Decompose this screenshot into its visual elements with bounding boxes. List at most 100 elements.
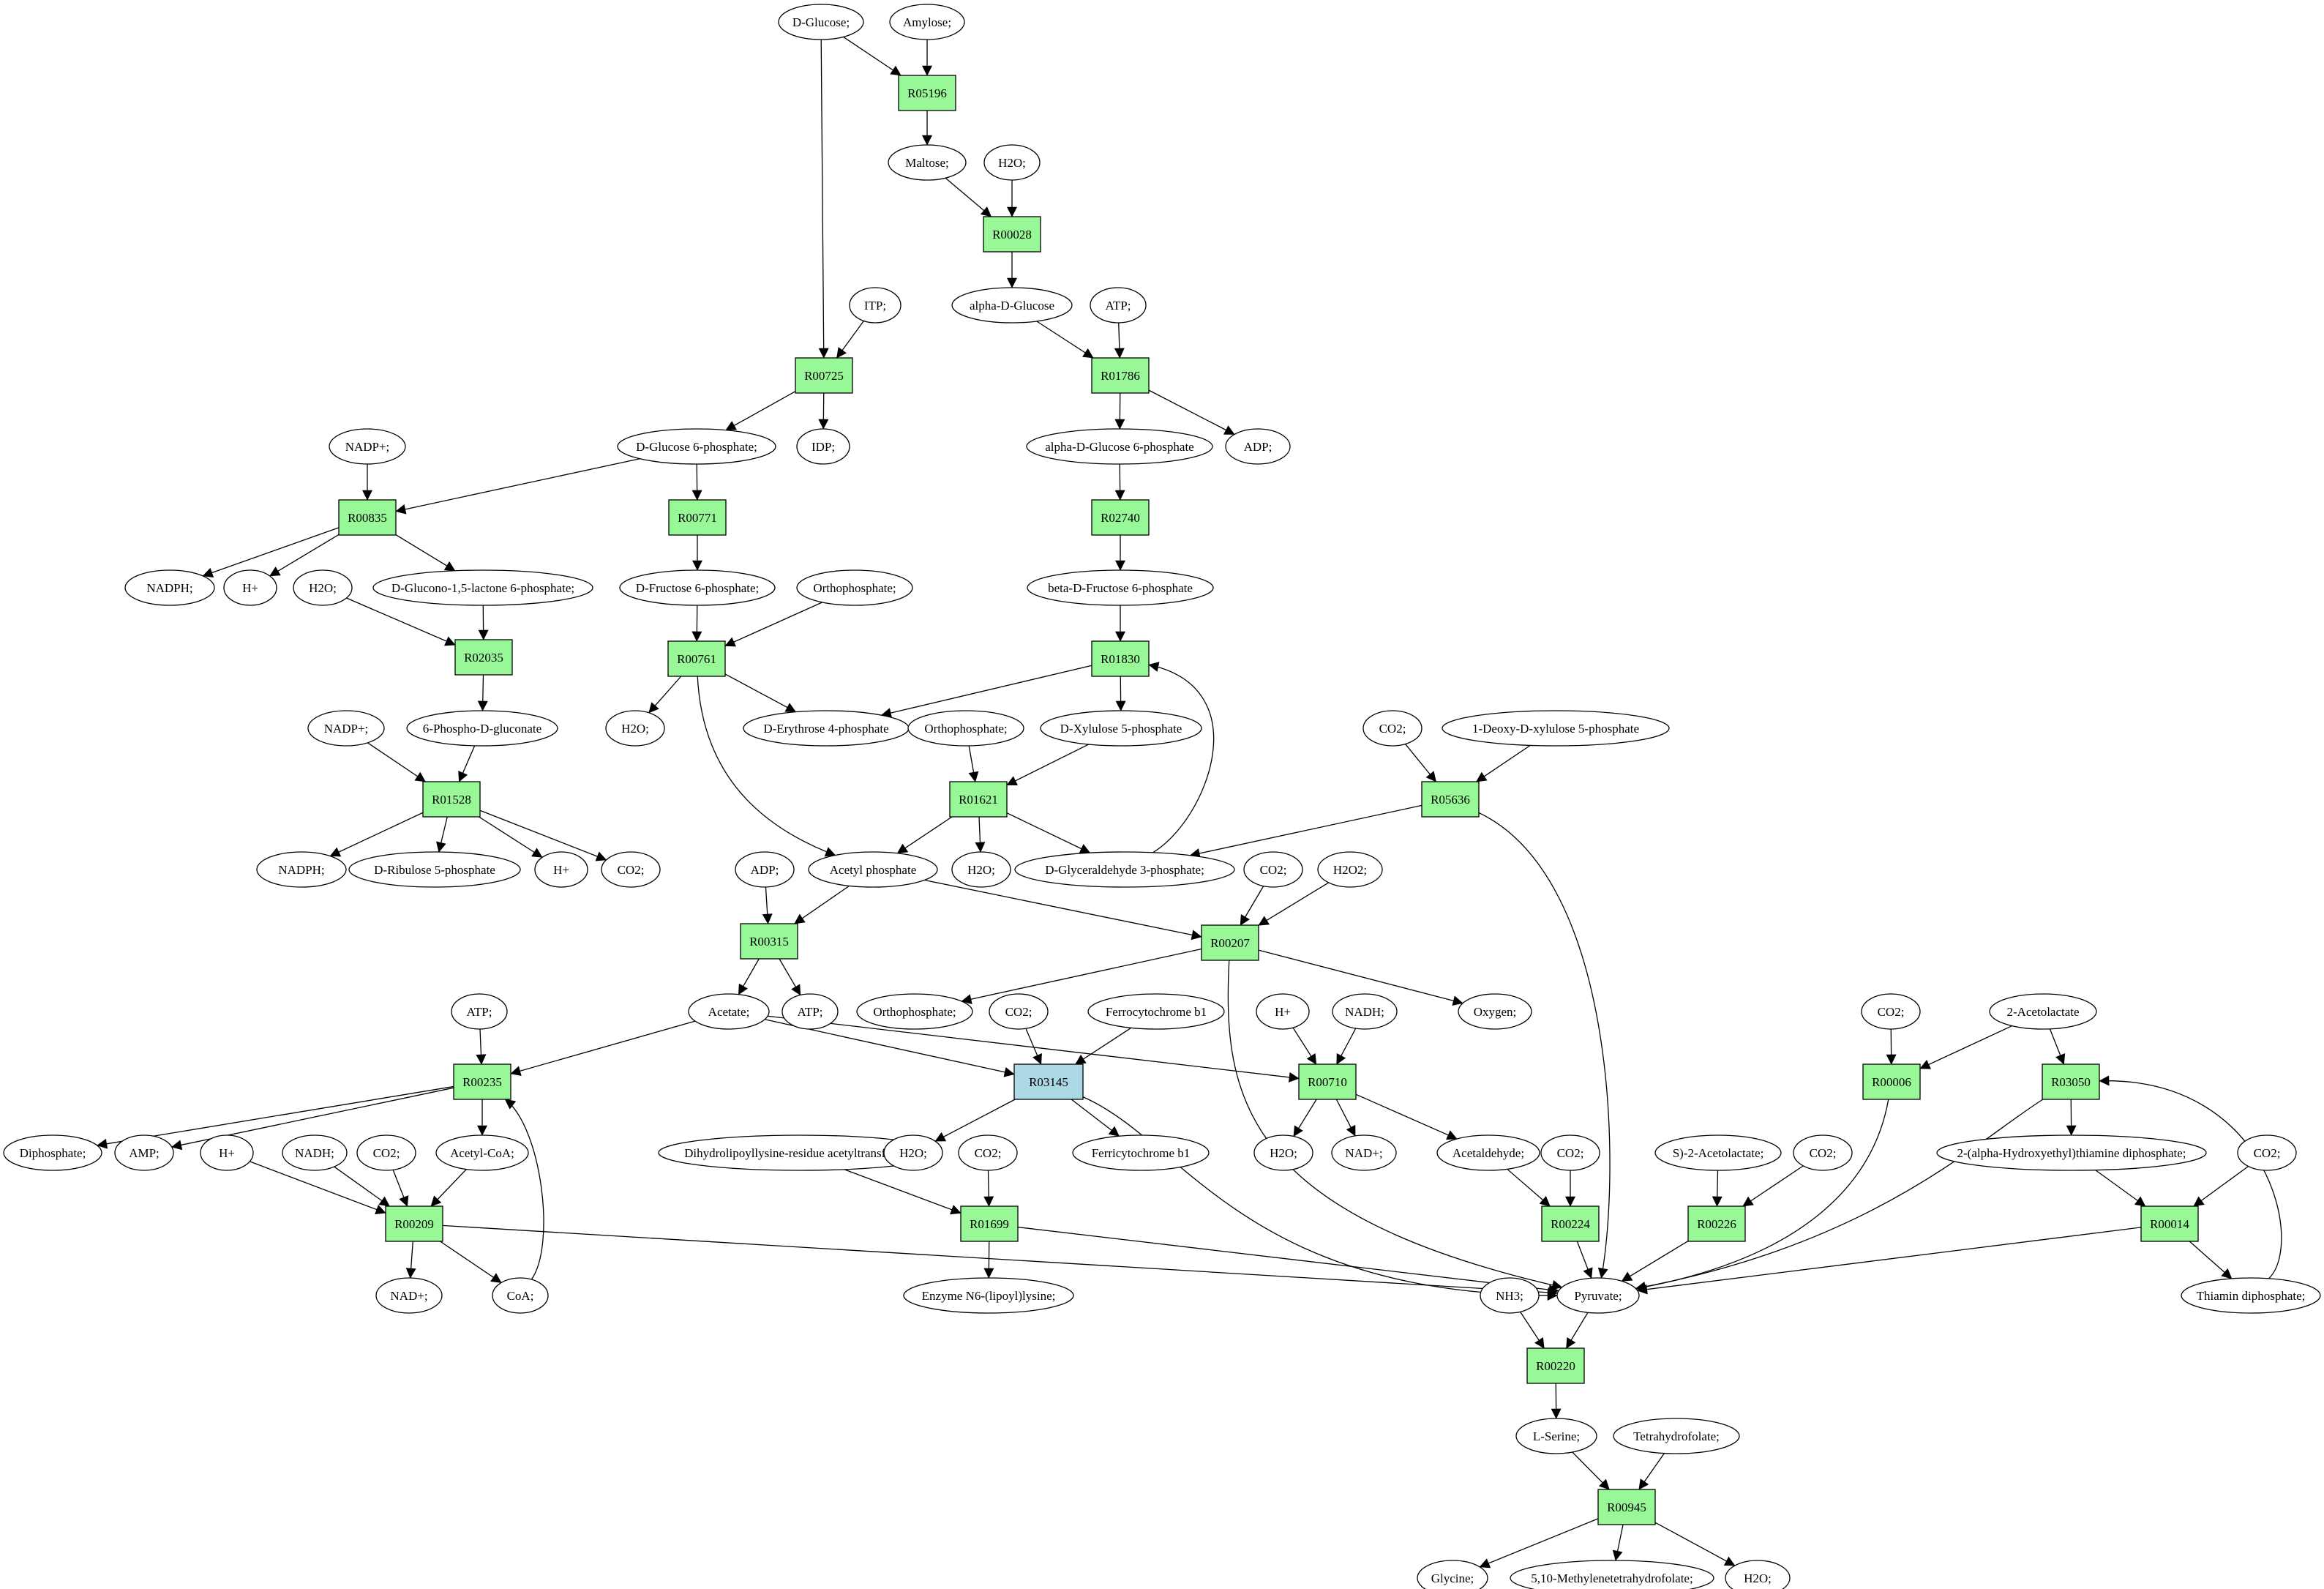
compound-ortho-3[interactable]: Orthophosphate; (856, 993, 973, 1030)
compound-co2-3[interactable]: CO2; (1243, 851, 1303, 888)
compound-aglc[interactable]: alpha-D-Glucose (951, 287, 1073, 324)
compound-h2o-3[interactable]: H2O; (605, 710, 665, 747)
compound-co2-7[interactable]: CO2; (958, 1134, 1018, 1171)
reaction-r00771[interactable]: R00771 (668, 499, 727, 536)
reaction-r01830[interactable]: R01830 (1091, 640, 1150, 677)
compound-h2o-2[interactable]: H2O; (293, 569, 353, 606)
compound-adp-1[interactable]: ADP; (1225, 428, 1291, 465)
compound-ortho-1[interactable]: Orthophosphate; (796, 569, 913, 606)
reaction-r00207[interactable]: R00207 (1201, 924, 1259, 961)
reaction-r03050[interactable]: R03050 (2042, 1063, 2100, 1100)
compound-itp[interactable]: ITP; (849, 287, 902, 324)
compound-co2-8[interactable]: CO2; (1540, 1134, 1600, 1171)
compound-acoa[interactable]: Acetyl-CoA; (435, 1134, 529, 1171)
compound-h2o-7[interactable]: H2O; (1725, 1560, 1791, 1589)
compound-h2o-6[interactable]: H2O; (1253, 1134, 1313, 1171)
compound-nadph-2[interactable]: NADPH; (256, 851, 347, 888)
reaction-r00725[interactable]: R00725 (795, 357, 853, 394)
reaction-r00945[interactable]: R00945 (1597, 1489, 1656, 1525)
compound-idp[interactable]: IDP; (796, 428, 850, 465)
reaction-r00006[interactable]: R00006 (1862, 1063, 1921, 1100)
compound-ferrocyt[interactable]: Ferrocytochrome b1 (1087, 993, 1225, 1030)
compound-hetpp[interactable]: 2-(alpha-Hydroxyethyl)thiamine diphospha… (1936, 1134, 2207, 1171)
compound-co2-5[interactable]: CO2; (1861, 993, 1921, 1030)
compound-coa[interactable]: CoA; (492, 1277, 549, 1314)
compound-gap[interactable]: D-Glyceraldehyde 3-phosphate; (1014, 851, 1235, 888)
compound-maltose[interactable]: Maltose; (888, 144, 967, 181)
reaction-r00209[interactable]: R00209 (385, 1205, 443, 1242)
compound-acp[interactable]: Acetyl phosphate (808, 851, 938, 888)
compound-pgluconate[interactable]: 6-Phospho-D-gluconate (406, 710, 558, 747)
reaction-r05196[interactable]: R05196 (898, 75, 956, 111)
compound-f6p[interactable]: D-Fructose 6-phosphate; (619, 569, 776, 606)
reaction-r00226[interactable]: R00226 (1687, 1205, 1746, 1242)
compound-co2-2[interactable]: CO2; (601, 851, 661, 888)
compound-hplus-2[interactable]: H+ (534, 851, 588, 888)
reaction-r03145[interactable]: R03145 (1013, 1063, 1084, 1100)
compound-co2-4[interactable]: CO2; (989, 993, 1049, 1030)
compound-nad-1[interactable]: NAD+; (1331, 1134, 1397, 1171)
compound-h2o-1[interactable]: H2O; (983, 144, 1041, 181)
compound-bf6p[interactable]: beta-D-Fructose 6-phosphate (1027, 569, 1214, 606)
compound-nh3[interactable]: NH3; (1480, 1277, 1540, 1314)
compound-h2o-5[interactable]: H2O; (883, 1134, 943, 1171)
compound-nadp-2[interactable]: NADP+; (307, 710, 385, 747)
reaction-r01621[interactable]: R01621 (949, 781, 1008, 818)
reaction-r01786[interactable]: R01786 (1091, 357, 1150, 394)
compound-amylose[interactable]: Amylose; (889, 4, 965, 40)
compound-dglucose[interactable]: D-Glucose; (778, 4, 864, 40)
compound-diphosphate[interactable]: Diphosphate; (3, 1134, 102, 1171)
compound-hplus-3[interactable]: H+ (1256, 993, 1310, 1030)
compound-adp-2[interactable]: ADP; (735, 851, 795, 888)
reaction-r00761[interactable]: R00761 (667, 640, 726, 677)
reaction-r01699[interactable]: R01699 (960, 1205, 1019, 1242)
reaction-r00220[interactable]: R00220 (1526, 1347, 1585, 1384)
reaction-r02035[interactable]: R02035 (454, 639, 513, 676)
reaction-r00224[interactable]: R00224 (1541, 1205, 1600, 1242)
compound-hplus-1[interactable]: H+ (223, 569, 277, 606)
compound-glycine[interactable]: Glycine; (1417, 1560, 1488, 1589)
compound-e4p[interactable]: D-Erythrose 4-phosphate (743, 710, 910, 747)
compound-co2-9[interactable]: CO2; (1793, 1134, 1853, 1171)
compound-acetate[interactable]: Acetate; (688, 993, 770, 1030)
compound-g6p[interactable]: D-Glucose 6-phosphate; (617, 428, 776, 465)
compound-ortho-2[interactable]: Orthophosphate; (907, 710, 1024, 747)
compound-ferricyt[interactable]: Ferricytochrome b1 (1072, 1134, 1210, 1171)
compound-thf[interactable]: Tetrahydrofolate; (1613, 1418, 1740, 1454)
compound-lipoyl[interactable]: Enzyme N6-(lipoyl)lysine; (903, 1277, 1074, 1314)
compound-h2o2[interactable]: H2O2; (1317, 851, 1383, 888)
reaction-r02740[interactable]: R02740 (1091, 499, 1150, 536)
compound-acetaldehyde[interactable]: Acetaldehyde; (1436, 1134, 1540, 1171)
compound-hplus-4[interactable]: H+ (200, 1134, 254, 1171)
compound-nad-2[interactable]: NAD+; (375, 1277, 443, 1314)
reaction-r01528[interactable]: R01528 (422, 781, 481, 818)
reaction-r00710[interactable]: R00710 (1298, 1063, 1357, 1100)
compound-ru5p[interactable]: D-Ribulose 5-phosphate (348, 851, 521, 888)
compound-methylthf[interactable]: 5,10-Methylenetetrahydrofolate; (1510, 1560, 1714, 1589)
compound-nadh-1[interactable]: NADH; (1332, 993, 1398, 1030)
compound-pyruvate[interactable]: Pyruvate; (1556, 1277, 1640, 1314)
compound-nadp-1[interactable]: NADP+; (329, 428, 406, 465)
reaction-r00835[interactable]: R00835 (338, 499, 397, 536)
compound-nadph-1[interactable]: NADPH; (124, 569, 215, 606)
compound-sacetolactate[interactable]: S)-2-Acetolactate; (1654, 1134, 1782, 1171)
compound-atp-1[interactable]: ATP; (1090, 287, 1147, 324)
reaction-r00014[interactable]: R00014 (2140, 1205, 2199, 1242)
compound-co2-1[interactable]: CO2; (1362, 710, 1422, 747)
compound-dxp[interactable]: 1-Deoxy-D-xylulose 5-phosphate (1442, 710, 1670, 747)
compound-dihydro[interactable]: Dihydrolipoyllysine-residue acetyltransf… (658, 1134, 942, 1171)
compound-amp[interactable]: AMP; (114, 1134, 174, 1171)
compound-acetolactate[interactable]: 2-Acetolactate (1989, 993, 2097, 1030)
compound-atp-3[interactable]: ATP; (781, 993, 839, 1030)
compound-ag6p[interactable]: alpha-D-Glucose 6-phosphate (1026, 428, 1213, 465)
compound-serine[interactable]: L-Serine; (1515, 1418, 1597, 1454)
compound-glactone[interactable]: D-Glucono-1,5-lactone 6-phosphate; (372, 569, 593, 606)
reaction-r00028[interactable]: R00028 (983, 216, 1041, 253)
compound-co2-6[interactable]: CO2; (356, 1134, 416, 1171)
compound-atp-2[interactable]: ATP; (451, 993, 508, 1030)
reaction-r05636[interactable]: R05636 (1421, 781, 1480, 818)
compound-co2-10[interactable]: CO2; (2237, 1134, 2297, 1171)
compound-oxygen[interactable]: Oxygen; (1458, 993, 1532, 1030)
compound-nadh-2[interactable]: NADH; (282, 1134, 348, 1171)
compound-h2o-4[interactable]: H2O; (951, 851, 1011, 888)
